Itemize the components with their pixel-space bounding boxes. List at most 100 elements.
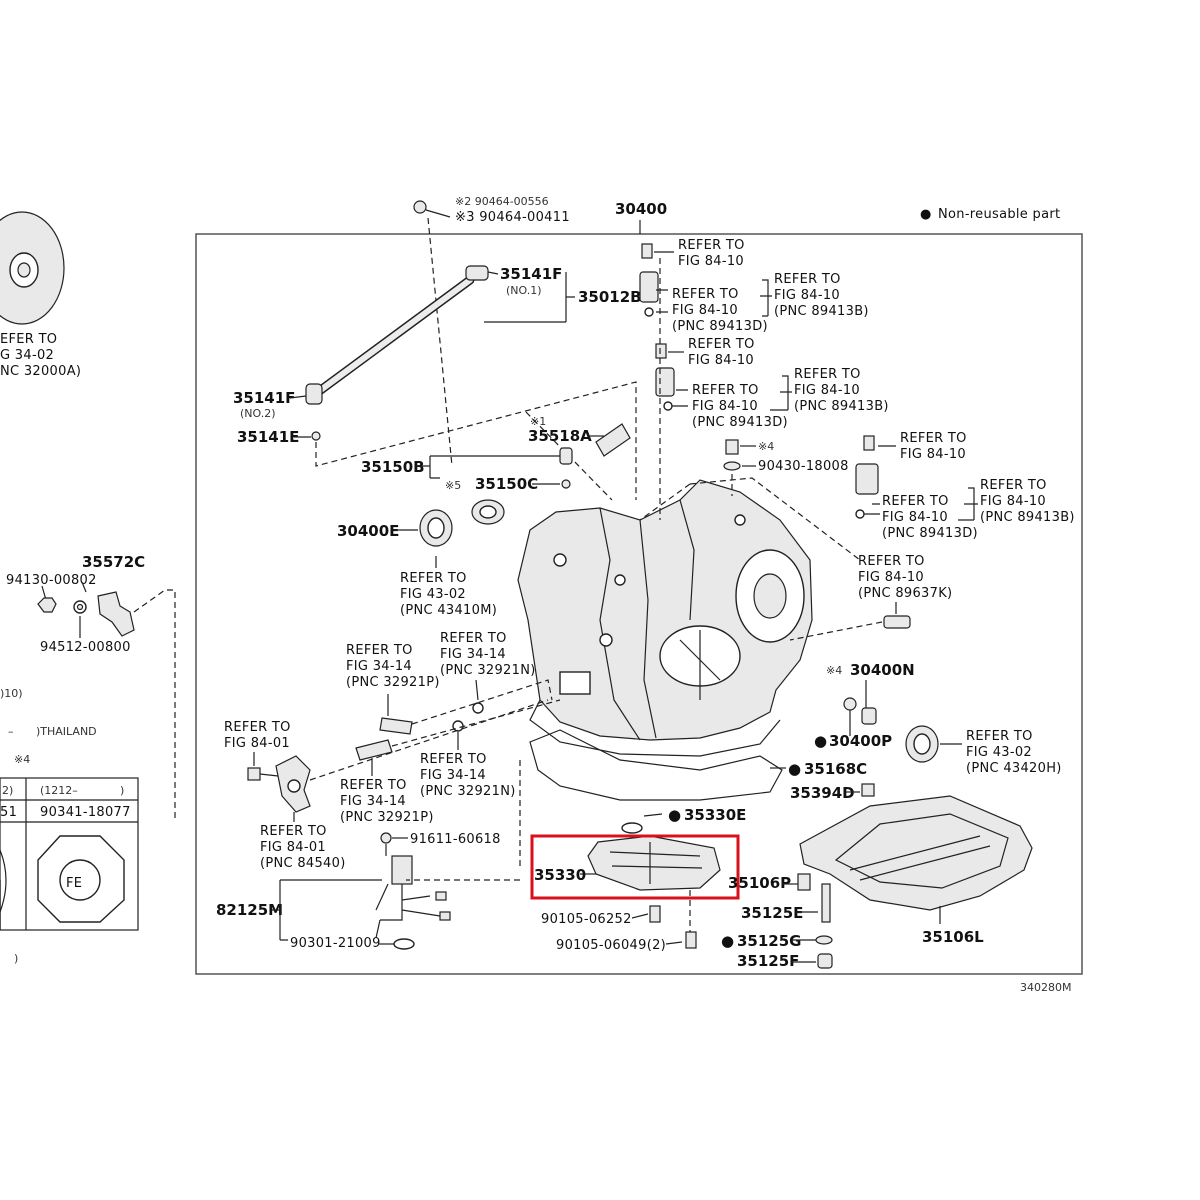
rod-end-top-icon	[465, 265, 489, 281]
spec-table-header-3: )	[120, 784, 124, 797]
harness-dash	[406, 760, 521, 881]
left-ref-line-1: EFER TO	[0, 332, 57, 347]
part-label-35150c-note: ※5	[445, 479, 461, 492]
figure-number: 340280M	[1020, 981, 1071, 994]
solenoid-1-icon	[379, 717, 413, 735]
ref-15-line-3: (PNC 32921P)	[340, 810, 434, 825]
leader-35141f-top	[487, 271, 499, 275]
ref-16-line-2: FIG 34-14	[420, 768, 486, 783]
seal-43420h-inner-icon	[913, 733, 931, 755]
left-thailand: )THAILAND	[36, 725, 97, 738]
part-label-35141f-top: 35141F	[500, 265, 562, 283]
left-paren-10: )10)	[0, 687, 23, 700]
ref-16-line-1: REFER TO	[420, 752, 487, 767]
ref-8-line-2: FIG 84-10	[882, 510, 948, 525]
ref-15-line-2: FIG 34-14	[340, 794, 406, 809]
spec-table-grid	[0, 778, 138, 930]
ref-17-line-2: FIG 84-01	[260, 840, 326, 855]
oring-1-icon	[644, 307, 654, 317]
part-label-94130-00802: 94130-00802	[6, 573, 97, 588]
part-label-91611-60618: 91611-60618	[410, 832, 501, 847]
oil-strainer-icon	[587, 835, 721, 891]
part-label-35106l: 35106L	[922, 928, 984, 946]
case-dash-top	[639, 483, 691, 521]
clip-icon	[413, 200, 427, 214]
torque-converter-shaft-icon	[17, 262, 31, 278]
spec-table-header-2: (1212–	[40, 784, 78, 797]
ref-12-line-2: FIG 34-14	[346, 659, 412, 674]
legend-text: Non-reusable part	[938, 207, 1060, 222]
oring-32921n-top-icon	[472, 702, 484, 714]
bolt-90105-b-icon	[685, 931, 697, 949]
bracket-dash-link	[133, 589, 176, 818]
shift-rod-fill	[315, 277, 473, 395]
case-bolt-1-icon	[553, 553, 567, 567]
part-label-35330e: 35330E	[684, 806, 746, 824]
part-label-30400e: 30400E	[337, 522, 399, 540]
part-label-30400n: 30400N	[850, 661, 915, 679]
oil-strainer-detail	[609, 842, 703, 884]
ref-14-line-1: REFER TO	[224, 720, 291, 735]
bracket-35012b	[565, 272, 575, 322]
part-label-94512-00800: 94512-00800	[40, 640, 131, 655]
ref-13-line-3: (PNC 32921N)	[440, 663, 536, 678]
leader-ref-2	[656, 289, 668, 313]
ref-2-line-2: FIG 84-10	[672, 303, 738, 318]
clip-e-icon	[311, 431, 321, 441]
part-label-30400n-note: ※4	[826, 664, 842, 677]
ref-13-line-1: REFER TO	[440, 631, 507, 646]
left-spec-table: 2) (1212– ) 51 90341-18077 FE	[0, 777, 139, 931]
highlight-box	[530, 834, 740, 900]
washer-30400n-icon	[843, 697, 857, 711]
part-label-35141e: 35141E	[237, 428, 299, 446]
left-paren-end: )	[14, 952, 18, 965]
part-label-90301-21009: 90301-21009	[290, 936, 381, 951]
ref-12-line-1: REFER TO	[346, 643, 413, 658]
bolt-1-icon	[641, 243, 653, 259]
left-dash: –	[8, 725, 14, 738]
bracket-ref-9	[958, 487, 978, 521]
case-diff-detail	[679, 630, 721, 700]
ref-18-line-1: REFER TO	[966, 729, 1033, 744]
spec-table-value-2: 90341-18077	[40, 805, 131, 820]
part-label-35125g: 35125G	[737, 932, 802, 950]
leader-ref-13	[475, 679, 479, 701]
ref-4-line-2: FIG 84-10	[688, 353, 754, 368]
case-housing-inner-icon	[753, 573, 787, 619]
harness-plug-2-icon	[439, 911, 451, 921]
part-label-90105-06252: 90105-06252	[541, 912, 632, 927]
part-label-35125e: 35125E	[741, 904, 803, 922]
ref-6-line-1: REFER TO	[794, 367, 861, 382]
part-label-35141f-low-note: (NO.2)	[240, 407, 276, 420]
case-rib-1	[599, 507, 641, 741]
left-ref-line-2: G 34-02	[0, 348, 54, 363]
oring-2-icon	[663, 401, 673, 411]
ref-2-line-1: REFER TO	[672, 287, 739, 302]
torque-converter-fragment	[0, 211, 65, 325]
part-label-90430-note: ※4	[758, 440, 774, 453]
ref-3-line-2: FIG 84-10	[774, 288, 840, 303]
ref-1-line-1: REFER TO	[678, 238, 745, 253]
ref-9-line-2: FIG 84-10	[980, 494, 1046, 509]
leader-90105-a	[631, 913, 649, 919]
bracket-82125m	[272, 879, 382, 941]
solenoid-dash-1	[411, 679, 553, 725]
part-label-90105-06049: 90105-06049(2)	[556, 938, 666, 953]
solenoid-dash-2	[391, 699, 561, 747]
ref-17-line-3: (PNC 84540)	[260, 856, 346, 871]
part-label-35168c: 35168C	[804, 760, 867, 778]
ref-10-line-3: (PNC 89637K)	[858, 586, 952, 601]
ref-16-line-3: (PNC 32921N)	[420, 784, 516, 799]
plate-35518a-icon	[595, 423, 631, 457]
part-label-30400p: 30400P	[829, 732, 892, 750]
ref-18-line-3: (PNC 43420H)	[966, 761, 1062, 776]
washer-hole-icon	[76, 603, 84, 611]
bracket-35150b	[416, 455, 560, 479]
ref-1-line-2: FIG 84-10	[678, 254, 744, 269]
sensor-89637k-icon	[883, 615, 911, 629]
ref-5-line-3: (PNC 89413D)	[692, 415, 788, 430]
ref-5-line-1: REFER TO	[692, 383, 759, 398]
marker-30400p: ●	[814, 732, 827, 750]
diagram-frame	[195, 233, 1083, 975]
